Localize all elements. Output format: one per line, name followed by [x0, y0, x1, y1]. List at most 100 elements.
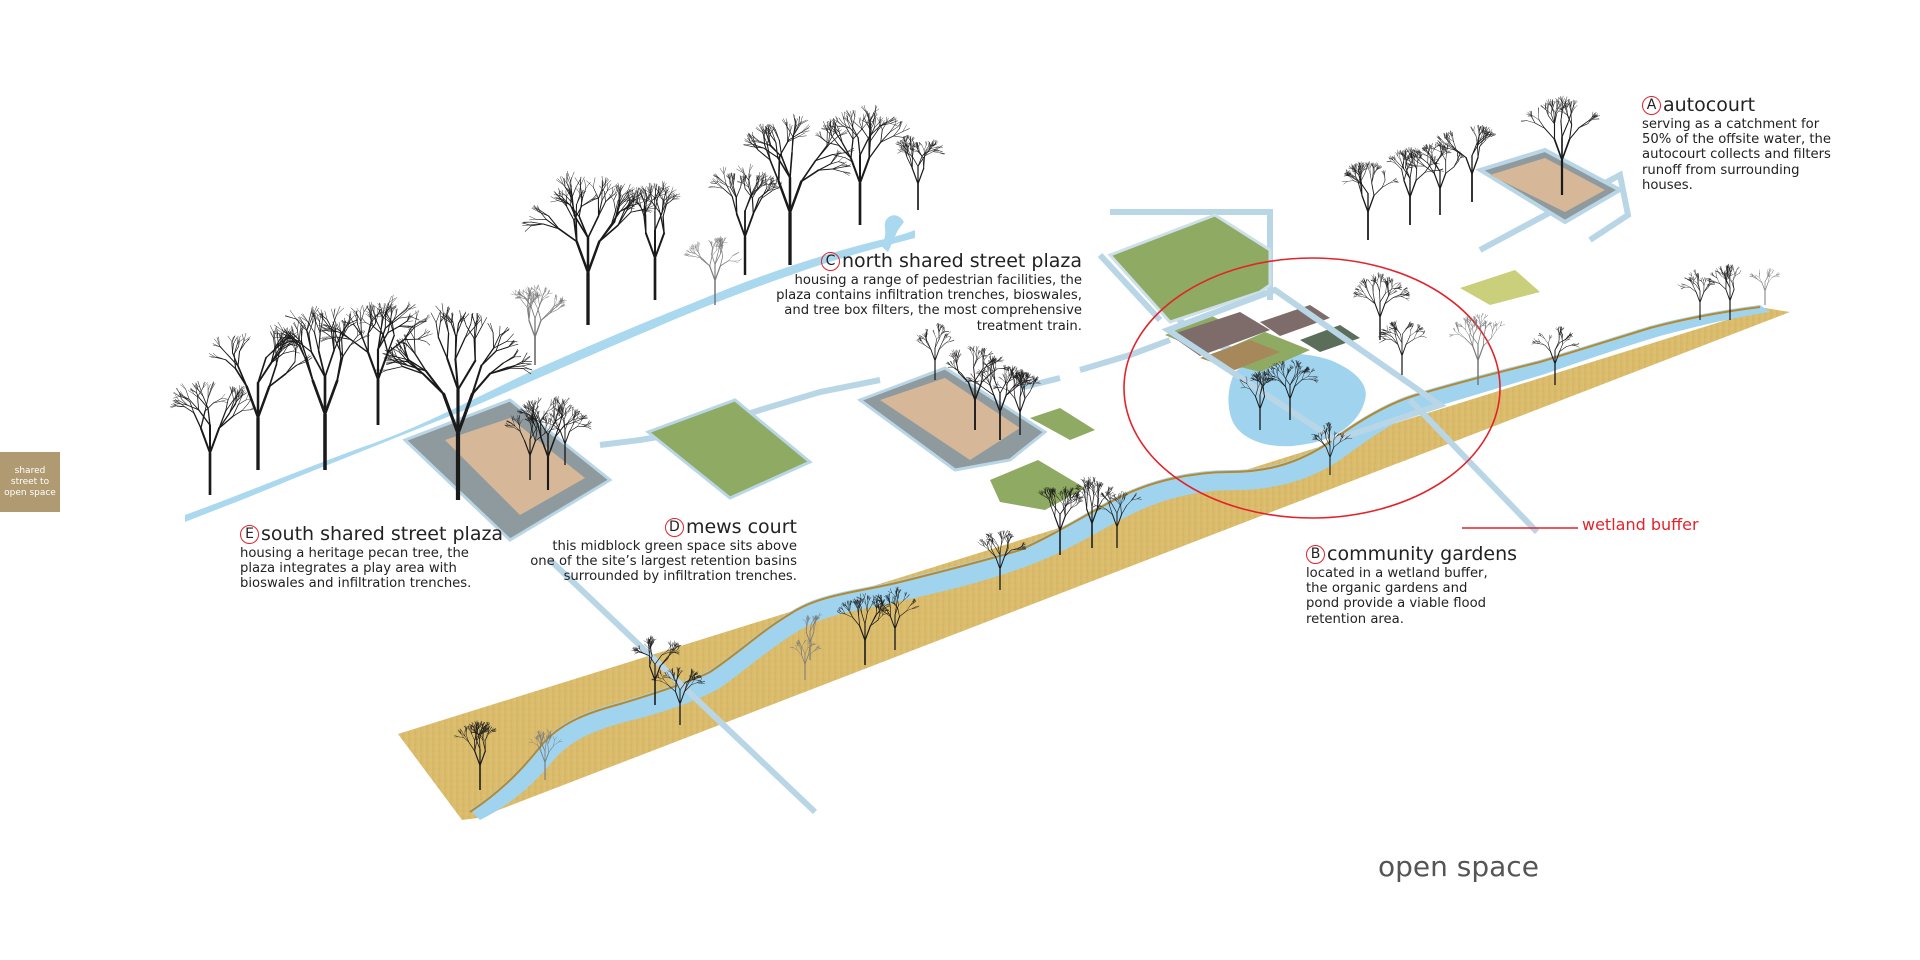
tree-branch	[221, 399, 229, 402]
tree-branch	[818, 131, 822, 138]
tree-branch	[1547, 115, 1555, 125]
tree-branch	[1413, 149, 1418, 153]
tree-branch	[1529, 110, 1532, 117]
tree-branch	[386, 366, 404, 371]
tree-branch	[528, 292, 532, 299]
tree-branch	[1429, 159, 1431, 167]
creek-tributary	[880, 215, 904, 252]
tree-branch	[744, 173, 750, 182]
tree-branch	[719, 256, 724, 267]
tree-branch	[721, 239, 723, 244]
tree-branch	[897, 121, 903, 128]
tree-branch	[873, 106, 877, 113]
tree-branch	[900, 144, 903, 149]
tree-branch	[626, 192, 635, 198]
tree-branch	[1391, 278, 1394, 283]
tree-branch	[852, 128, 863, 140]
tree-branch	[835, 118, 838, 124]
tree-branch	[297, 316, 304, 324]
tree-branch	[643, 216, 647, 234]
tree-branch	[829, 123, 834, 133]
tree-branch	[832, 168, 844, 173]
tree-branch	[1381, 179, 1386, 188]
tree-branch	[521, 299, 528, 308]
tree-branch	[1373, 163, 1376, 168]
tree-branch	[760, 177, 764, 187]
tree-branch	[1393, 177, 1397, 181]
tree-branch	[409, 360, 427, 372]
tree-branch	[383, 303, 386, 310]
tree-branch	[935, 145, 940, 148]
tree-branch	[928, 144, 931, 151]
tree-branch	[833, 123, 836, 133]
tree-branch	[1354, 294, 1358, 296]
tree-branch	[341, 320, 347, 323]
tree-icon	[1341, 160, 1399, 240]
tree-branch	[474, 323, 478, 340]
tree-branch	[560, 300, 564, 304]
tree-branch	[997, 361, 1003, 363]
tree-branch	[373, 312, 378, 324]
tree-branch	[235, 393, 237, 403]
tree-branch	[384, 317, 400, 329]
tree-branch	[1377, 164, 1381, 170]
tree-branch	[1391, 283, 1396, 288]
tree-branch	[220, 394, 226, 399]
tree-branch	[308, 322, 313, 335]
tree-branch	[731, 178, 734, 187]
tree-branch	[440, 314, 448, 323]
tree-branch	[729, 178, 733, 187]
tree-branch	[623, 200, 630, 203]
tree-branch	[1453, 141, 1457, 151]
tree-branch	[218, 415, 234, 429]
tree-branch	[730, 187, 737, 199]
tree-branch	[577, 420, 582, 427]
tree-branch	[663, 185, 670, 190]
tree-branch	[1401, 169, 1405, 181]
tree-branch	[944, 341, 951, 344]
tree-branch	[529, 219, 537, 221]
tree-branch	[435, 312, 441, 323]
tree-branch	[227, 335, 233, 343]
tree-branch	[1394, 155, 1396, 160]
tree-branch	[1361, 168, 1365, 174]
tree-branch	[670, 187, 674, 194]
tree-branch	[585, 181, 591, 189]
tree-branch	[708, 239, 711, 244]
tree-branch	[173, 396, 180, 399]
tree-branch	[387, 320, 391, 334]
tree-branch	[1407, 155, 1410, 160]
tree-branch	[721, 249, 723, 257]
tree-branch	[619, 185, 622, 195]
tree-branch	[732, 253, 736, 257]
tree-branch	[581, 199, 592, 207]
tree-branch	[957, 349, 960, 356]
tree-branch	[738, 165, 743, 173]
tree-branch	[953, 359, 955, 364]
tree-branch	[638, 190, 642, 196]
tree-branch	[1409, 179, 1417, 198]
tree-branch	[1483, 130, 1486, 135]
tree-branch	[534, 319, 542, 338]
tree-branch	[368, 308, 372, 315]
tree-branch	[683, 254, 689, 257]
tree-branch	[669, 192, 675, 196]
tree-branch	[413, 338, 416, 355]
tree-branch	[1423, 147, 1429, 150]
tree-branch	[225, 359, 237, 370]
tree-branch	[454, 358, 460, 391]
tree-branch	[837, 131, 848, 137]
tree-branch	[1478, 135, 1480, 145]
tree-branch	[1398, 163, 1404, 169]
tree-branch	[381, 308, 385, 318]
tree-branch	[560, 297, 562, 303]
tree-branch	[285, 315, 297, 320]
tree-branch	[756, 177, 764, 185]
tree-branch	[893, 128, 900, 137]
tree-branch	[859, 117, 861, 123]
tree-branch	[387, 334, 395, 354]
tree-branch	[234, 367, 248, 388]
tree-branch	[348, 319, 358, 324]
tree-branch	[239, 389, 243, 396]
